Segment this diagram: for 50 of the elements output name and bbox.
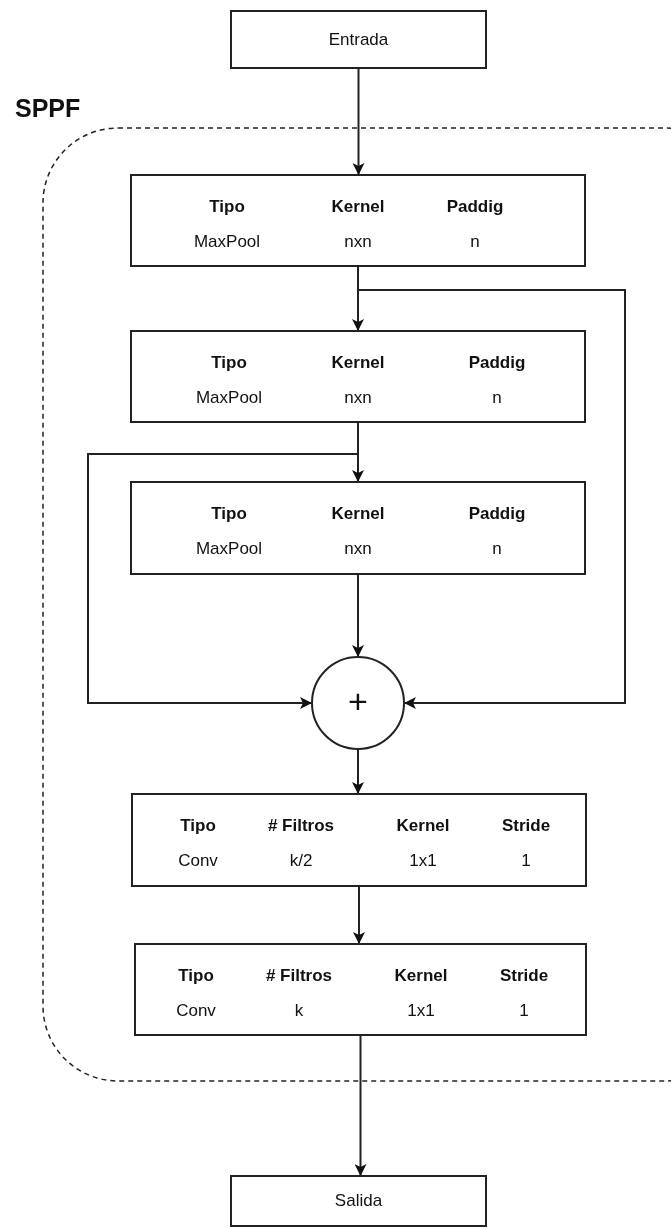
cell-value: 1x1 <box>409 851 437 871</box>
cell-value: MaxPool <box>195 539 263 559</box>
cell-value: MaxPool <box>193 232 261 252</box>
arrow <box>354 1035 367 1176</box>
arrow <box>353 886 365 944</box>
layer-table-box <box>131 793 587 887</box>
arrow <box>352 68 365 175</box>
cell-value: nxn <box>344 232 372 252</box>
process-box <box>230 10 487 69</box>
cell-value: n <box>470 232 480 252</box>
column-header: Tipo <box>180 816 216 836</box>
plus-sign: + <box>348 683 368 721</box>
process-box <box>230 1175 487 1227</box>
column-header: Stride <box>501 816 551 836</box>
arrow <box>352 749 364 794</box>
cell-value: k/2 <box>289 851 313 871</box>
column-header: Kernel <box>331 504 385 524</box>
column-header: Kernel <box>331 353 385 373</box>
cell-value: Conv <box>178 851 218 871</box>
layer-table-box <box>130 481 586 575</box>
box-label: Salida <box>334 1191 383 1211</box>
cell-value: nxn <box>344 388 372 408</box>
column-header: Kernel <box>331 197 385 217</box>
cell-value: nxn <box>344 539 372 559</box>
layer-table-box <box>130 330 586 423</box>
cell-value: 1 <box>521 851 531 871</box>
cell-value: k <box>294 1001 304 1021</box>
column-header: Kernel <box>396 816 450 836</box>
box-label: Entrada <box>328 30 389 49</box>
column-header: Tipo <box>209 197 245 217</box>
cell-value: n <box>492 539 502 559</box>
cell-value: MaxPool <box>195 388 263 408</box>
column-header: Paddig <box>468 353 526 373</box>
column-header: Tipo <box>178 966 214 986</box>
arrow <box>352 574 364 657</box>
cell-value: 1x1 <box>407 1001 435 1021</box>
column-header: Tipo <box>211 504 247 524</box>
column-header: Tipo <box>211 353 247 373</box>
cell-value: Conv <box>176 1001 216 1021</box>
cell-value: 1 <box>519 1001 529 1021</box>
column-header: Paddig <box>468 504 526 524</box>
group-heading: SPPF <box>15 95 81 123</box>
column-header: Kernel <box>394 966 448 986</box>
column-header: Paddig <box>446 197 504 217</box>
column-header: Stride <box>499 966 549 986</box>
column-header: # Filtros <box>265 966 333 986</box>
layer-table-box <box>130 174 586 267</box>
layer-table-box <box>134 943 587 1036</box>
cell-value: n <box>492 388 502 408</box>
column-header: # Filtros <box>267 816 335 836</box>
